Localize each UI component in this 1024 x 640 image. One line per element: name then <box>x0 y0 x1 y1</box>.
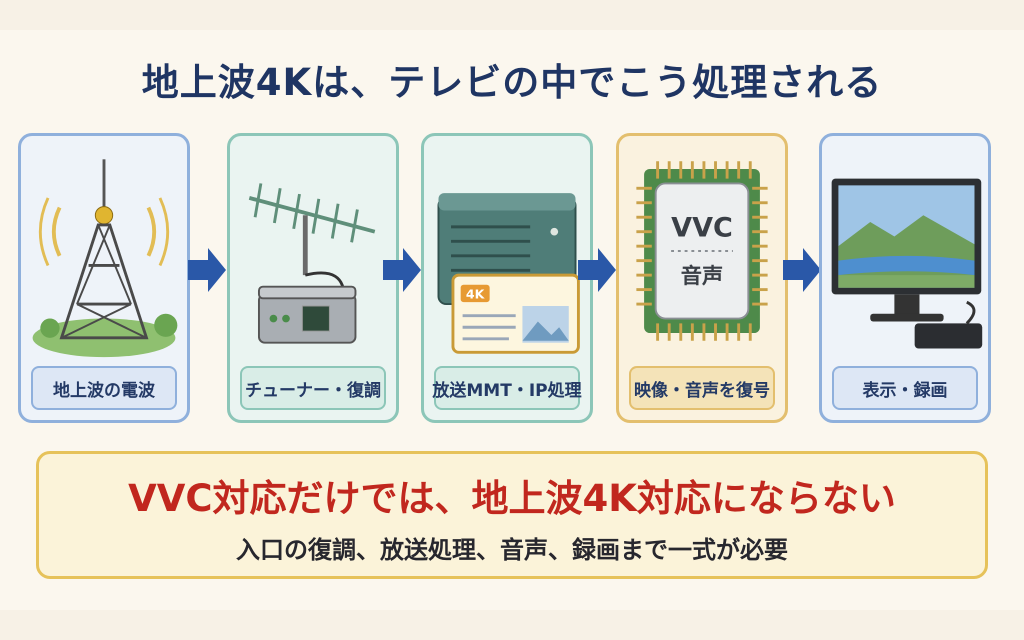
arrow-right-icon <box>783 248 821 292</box>
arrow-right-icon <box>383 248 421 292</box>
step-mmt-processing: 4K 放送MMT・IP処理 <box>421 133 593 423</box>
arrow-right-icon <box>188 248 226 292</box>
decoder-chip-icon: VVC 音声 <box>636 161 768 341</box>
step-label-tuner: チューナー・復調 <box>240 366 386 410</box>
step-label-mmt: 放送MMT・IP処理 <box>432 366 582 410</box>
server-processor-icon: 4K <box>437 193 580 354</box>
antenna-tuner-icon <box>248 183 376 344</box>
card-4k-badge: 4K <box>466 286 486 301</box>
step-label-display: 表示・録画 <box>832 366 978 410</box>
page-title: 地上波4Kは、テレビの中でこう処理される <box>141 61 883 104</box>
arrow-right-icon <box>578 248 616 292</box>
chip-codec-text: VVC <box>671 213 733 244</box>
callout-sub-text: 入口の復調、放送処理、音声、録画まで一式が必要 <box>236 536 788 564</box>
warning-callout: VVC対応だけでは、地上波4K対応にならない 入口の復調、放送処理、音声、録画ま… <box>36 451 988 579</box>
step-label-broadcast: 地上波の電波 <box>31 366 177 410</box>
callout-main-text: VVC対応だけでは、地上波4K対応にならない <box>128 477 896 520</box>
tv-recorder-icon <box>831 178 983 349</box>
chip-audio-text: 音声 <box>681 263 723 289</box>
step-decode: VVC 音声 映像・音声を復号 <box>616 133 788 423</box>
step-tuner: チューナー・復調 <box>227 133 399 423</box>
broadcast-tower-icon <box>32 159 178 358</box>
step-broadcast: 地上波の電波 <box>18 133 190 423</box>
step-display-record: 表示・録画 <box>819 133 991 423</box>
step-label-decode: 映像・音声を復号 <box>629 366 775 410</box>
